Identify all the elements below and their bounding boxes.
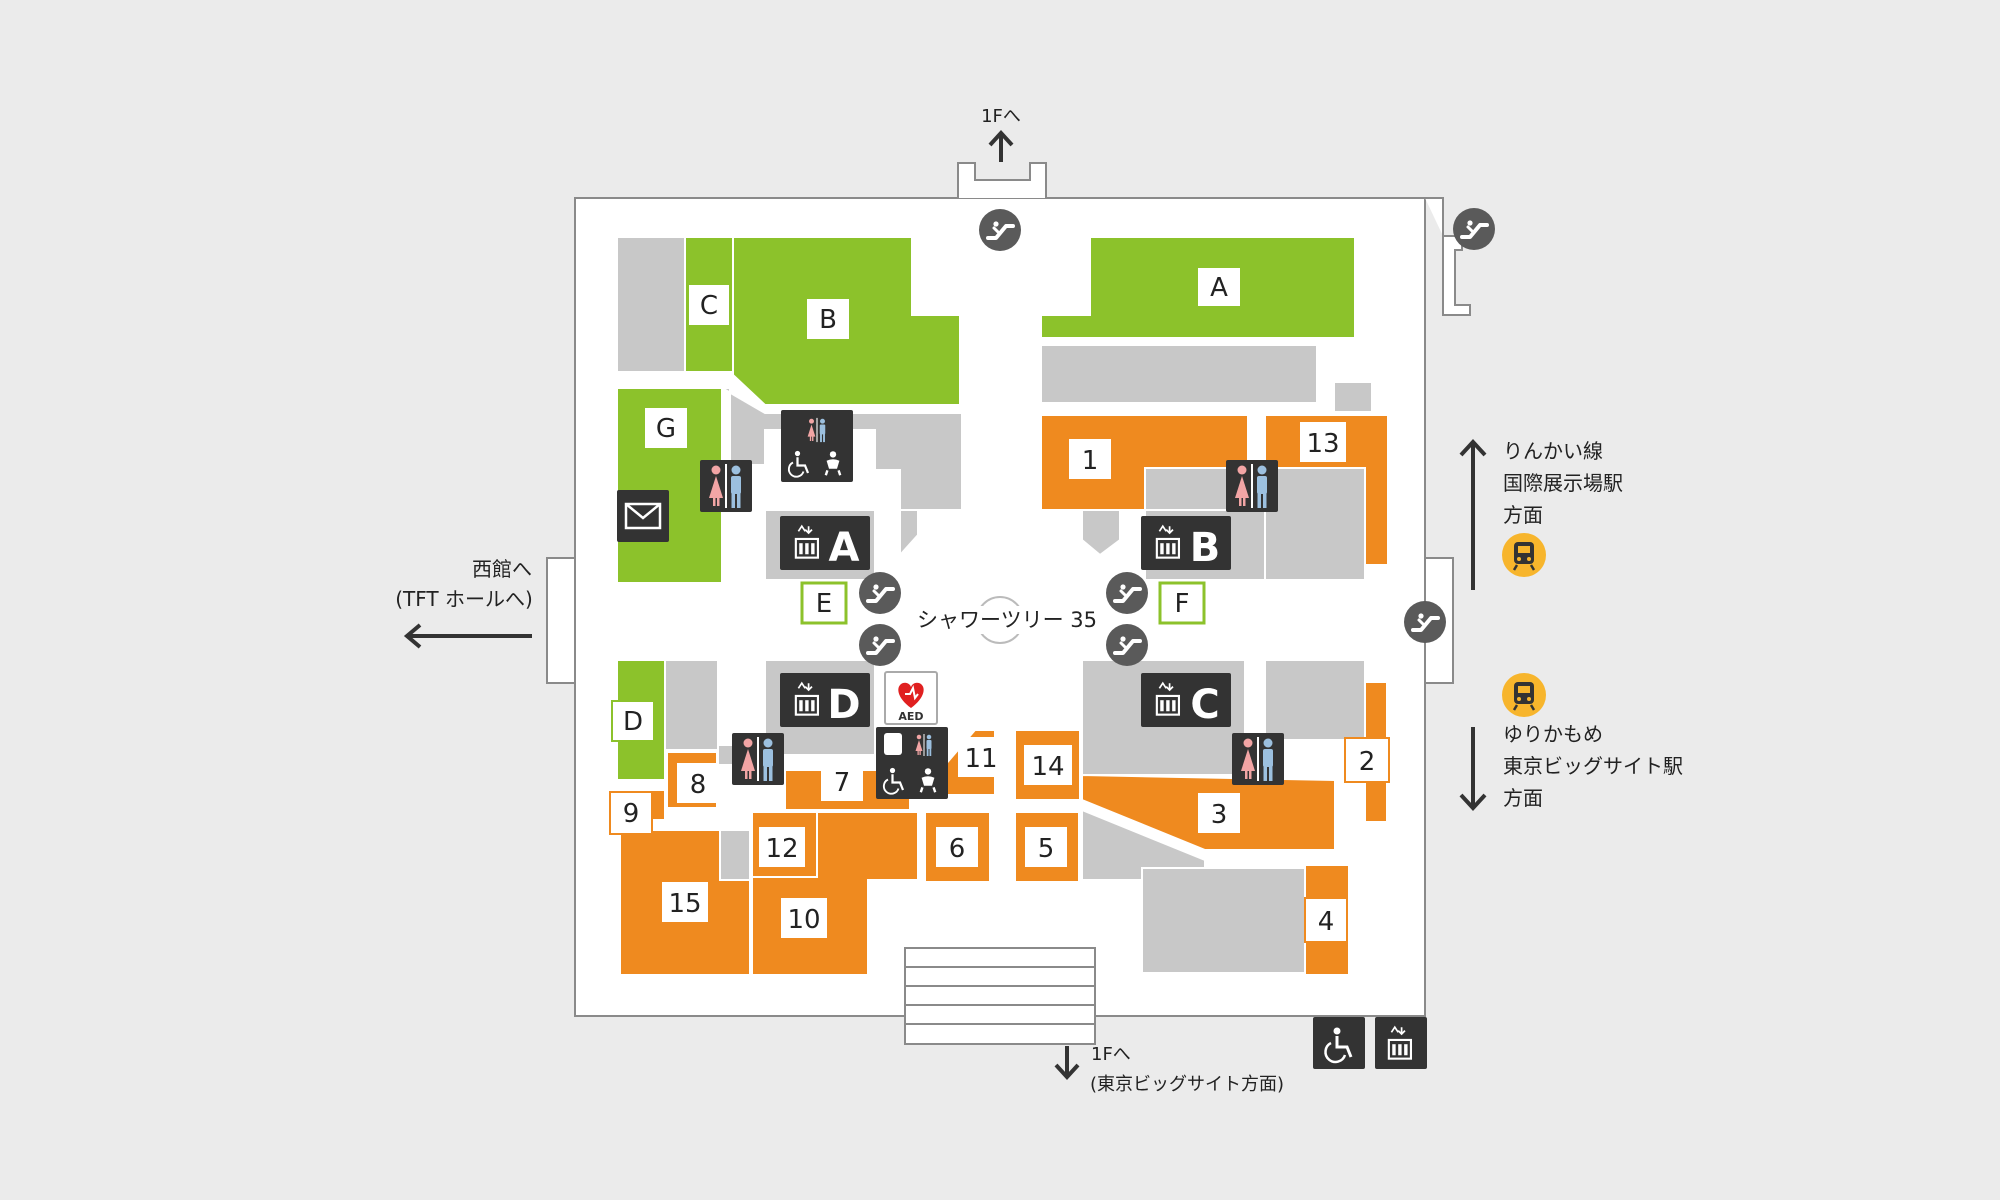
restroom-icons — [700, 410, 1284, 799]
arrow-icon — [1459, 439, 1487, 590]
shower-tree-label: シャワーツリー 35 — [917, 608, 1097, 632]
direction-top: 1Fへ — [981, 106, 1021, 162]
rinkai-line1: りんかい線 — [1503, 439, 1603, 463]
escalator-icon — [857, 570, 903, 616]
elevator-icon — [1375, 1017, 1427, 1069]
label-3: 3 — [1211, 800, 1228, 830]
shop-13 — [1264, 414, 1389, 566]
restroom-icon — [732, 733, 784, 785]
direction-west: 西館へ (TFT ホールへ) — [395, 557, 533, 649]
arrow-icon — [988, 130, 1014, 162]
label-G: G — [656, 414, 676, 444]
to-1f-bottom-line1: 1Fへ — [1091, 1044, 1131, 1065]
svg-text:AED: AED — [898, 710, 923, 723]
yurikamome-line3: 方面 — [1503, 786, 1543, 810]
aed-icon: AED — [884, 671, 938, 725]
escalator-icon — [977, 207, 1023, 253]
restroom-icon — [700, 460, 752, 512]
arrow-icon — [1054, 1046, 1080, 1080]
label-9: 9 — [623, 799, 640, 829]
label-12: 12 — [765, 834, 798, 864]
mail-icon — [617, 490, 669, 542]
wheelchair-icon — [1313, 1017, 1365, 1069]
rinkai-line2: 国際展示場駅 — [1503, 471, 1623, 495]
svg-text:A: A — [829, 525, 860, 571]
elevator-C: C — [1141, 673, 1231, 728]
escalator-icon — [857, 622, 903, 668]
direction-bottom: 1Fへ (東京ビッグサイト方面) — [1054, 1044, 1284, 1095]
multi-restroom-icon — [876, 727, 948, 799]
label-11: 11 — [964, 744, 997, 774]
yurikamome-line2: 東京ビッグサイト駅 — [1503, 754, 1683, 778]
west-hall-line1: 西館へ — [472, 557, 532, 581]
label-1: 1 — [1082, 446, 1099, 476]
to-1f-top-label: 1Fへ — [981, 106, 1021, 127]
svg-text:D: D — [827, 682, 860, 728]
green-labels: A B C G D E F — [611, 266, 1242, 742]
west-hall-line2: (TFT ホールへ) — [395, 587, 533, 611]
label-8: 8 — [690, 770, 707, 800]
train-icon — [1502, 673, 1546, 717]
label-F: F — [1175, 589, 1190, 619]
label-4: 4 — [1318, 907, 1335, 937]
restroom-icon — [1232, 733, 1284, 785]
label-6: 6 — [949, 834, 966, 864]
multi-restroom-icon — [781, 410, 853, 482]
label-E: E — [816, 589, 832, 619]
label-7: 7 — [834, 768, 851, 798]
label-5: 5 — [1038, 834, 1055, 864]
shop-number-labels: 1 2 3 4 5 6 7 8 9 10 11 12 13 14 15 — [609, 422, 1390, 943]
svg-text:C: C — [1190, 682, 1219, 728]
label-2: 2 — [1359, 747, 1376, 777]
direction-yurikamome: ゆりかもめ 東京ビッグサイト駅 方面 — [1459, 673, 1683, 811]
arrow-icon — [403, 623, 532, 649]
escalator-icon — [1104, 622, 1150, 668]
label-D: D — [623, 707, 643, 737]
elevator-A: A — [780, 516, 870, 571]
label-10: 10 — [787, 905, 820, 935]
elevator-B: B — [1141, 516, 1231, 571]
arrow-icon — [1459, 727, 1487, 811]
label-15: 15 — [668, 889, 701, 919]
escalator-icon — [1402, 599, 1448, 645]
shop-1 — [1040, 414, 1249, 511]
yurikamome-line1: ゆりかもめ — [1503, 722, 1603, 746]
direction-rinkai: りんかい線 国際展示場駅 方面 — [1459, 439, 1623, 590]
elevator-D: D — [780, 673, 870, 728]
label-A: A — [1210, 273, 1228, 303]
label-14: 14 — [1031, 752, 1064, 782]
escalator-icon — [1104, 570, 1150, 616]
elevator-badges: A B C D — [780, 516, 1231, 728]
label-13: 13 — [1306, 429, 1339, 459]
restroom-icon — [1226, 460, 1278, 512]
train-icon — [1502, 533, 1546, 577]
label-C: C — [700, 291, 718, 321]
to-1f-bottom-line2: (東京ビッグサイト方面) — [1090, 1074, 1284, 1095]
escalator-icon — [1451, 206, 1497, 252]
rinkai-line3: 方面 — [1503, 503, 1543, 527]
stairs — [904, 947, 1096, 1045]
svg-text:B: B — [1190, 525, 1221, 571]
label-B: B — [819, 305, 837, 335]
